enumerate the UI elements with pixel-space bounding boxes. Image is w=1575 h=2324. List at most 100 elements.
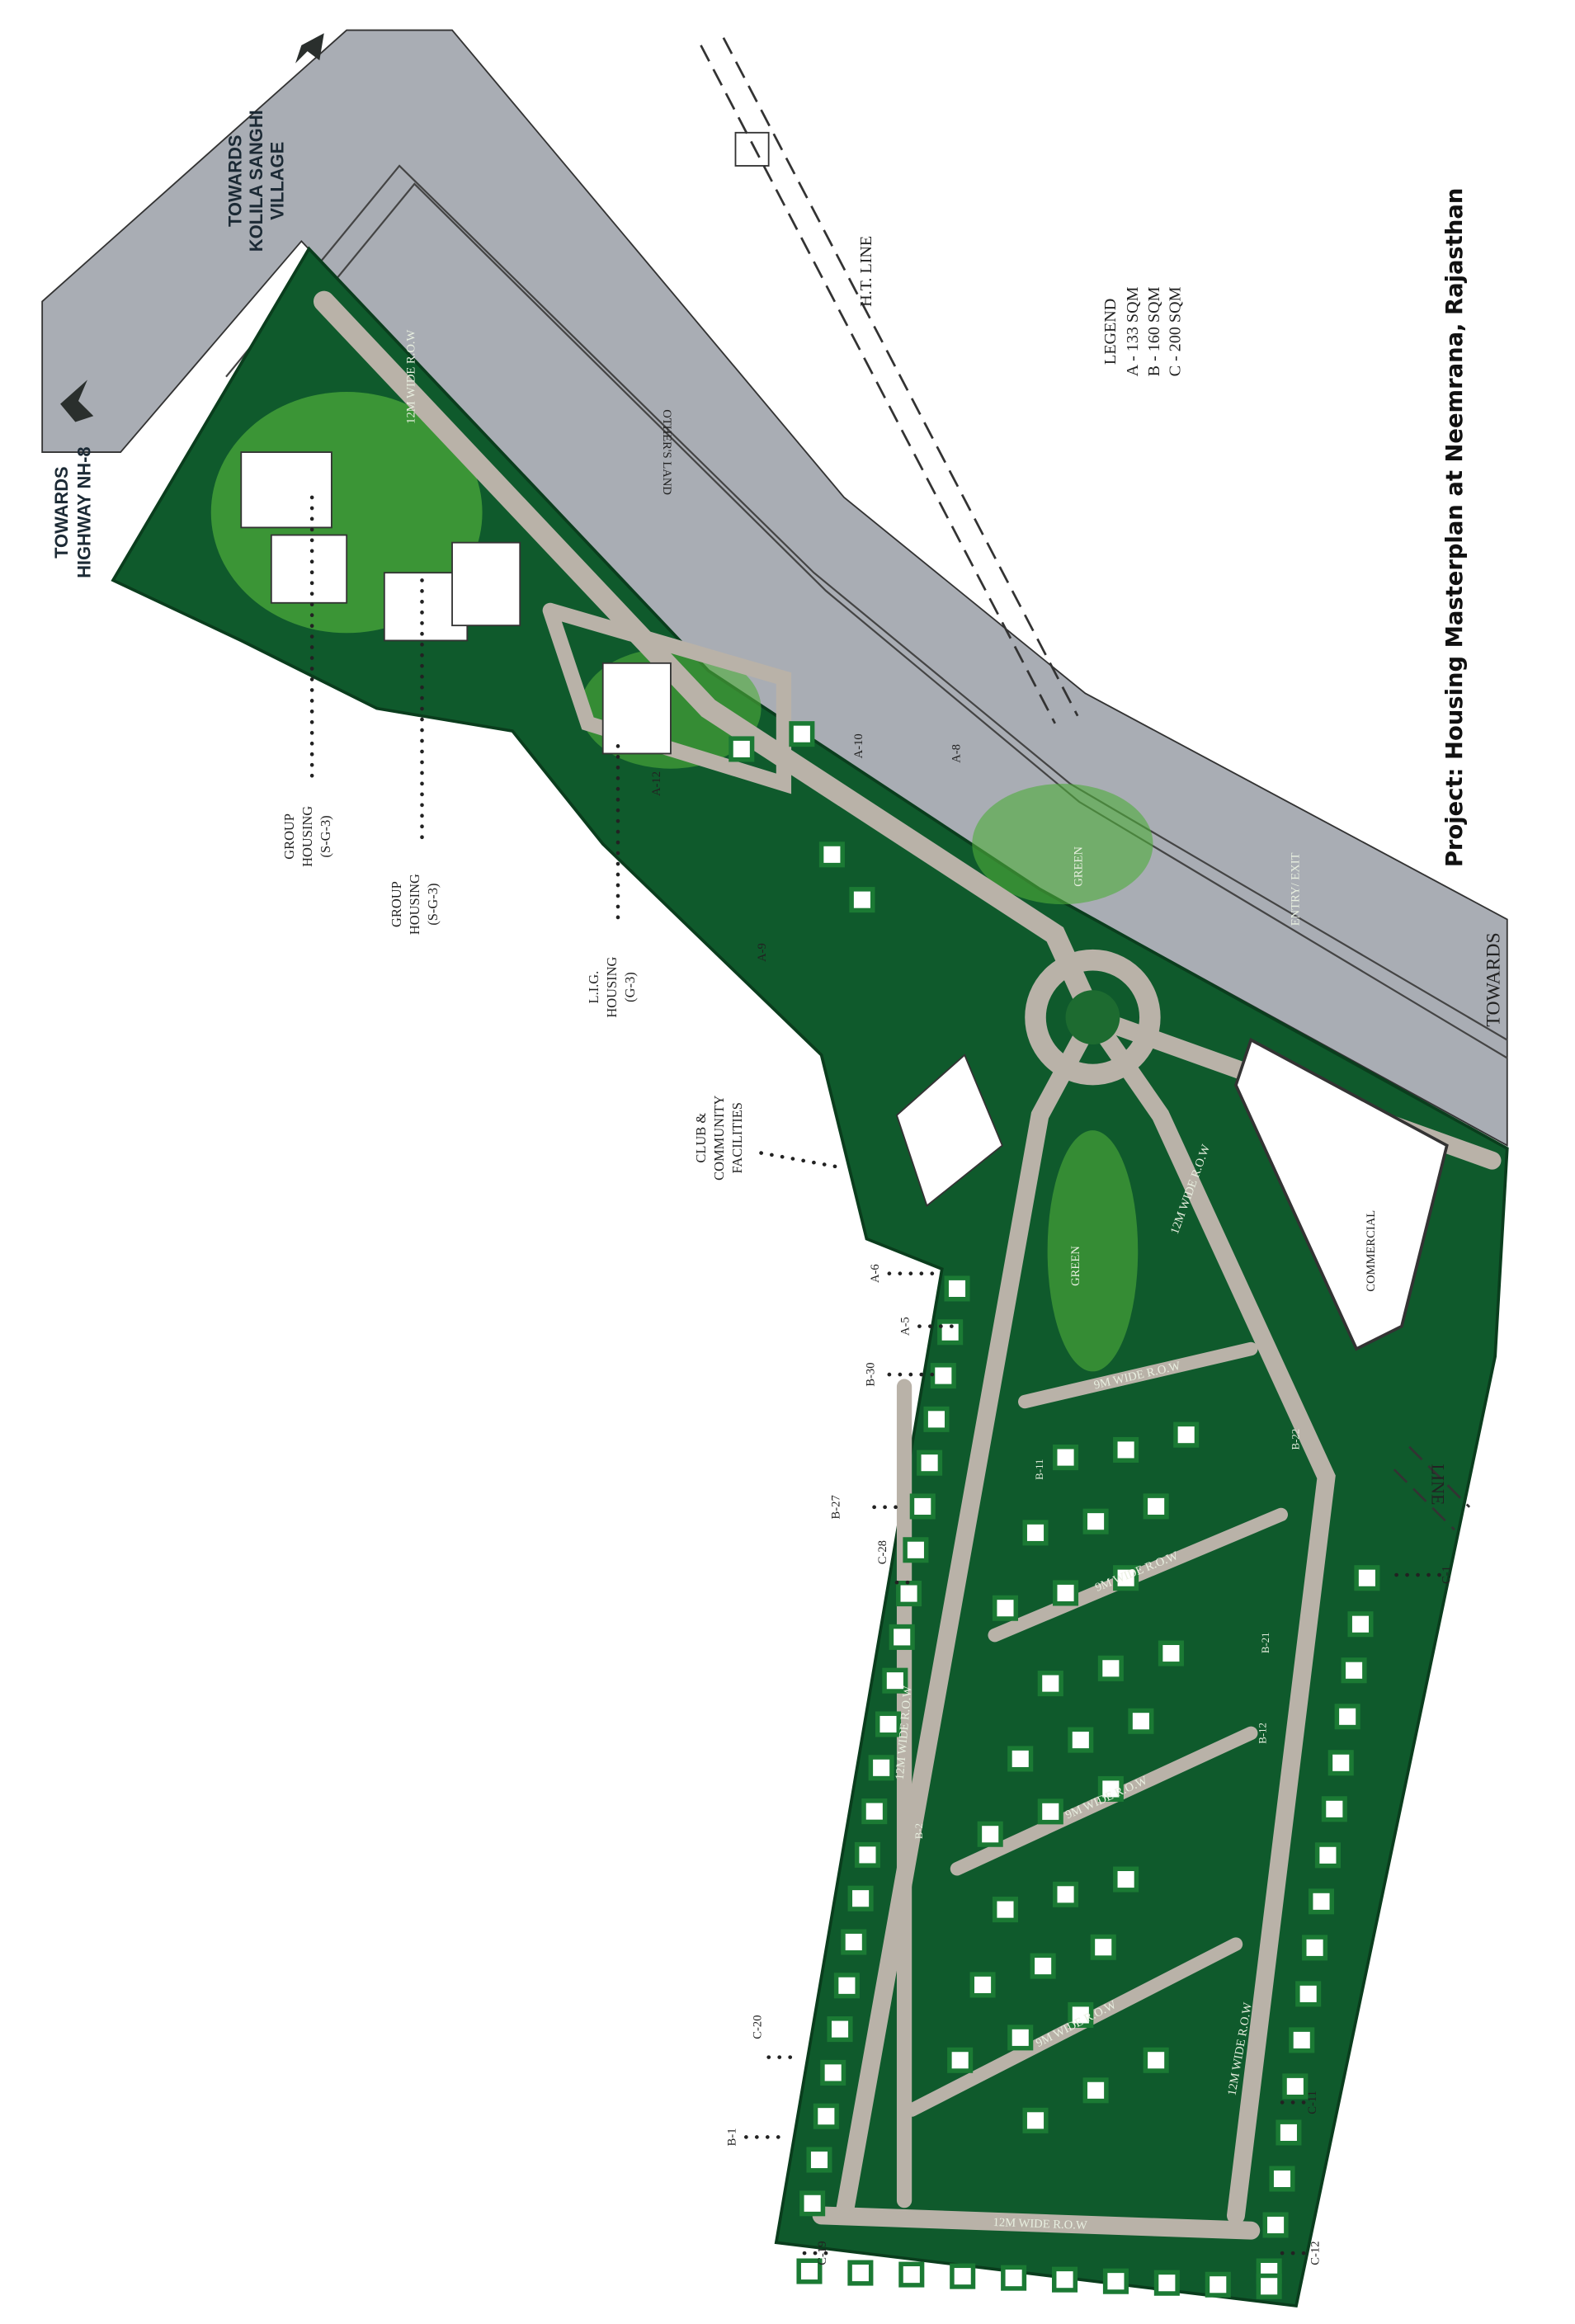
- plot-footprint: [1262, 2212, 1289, 2238]
- plot-label: B-21: [1260, 1632, 1271, 1653]
- plot-footprint: [789, 721, 815, 747]
- zone-label: CLUB &: [693, 1113, 709, 1163]
- zone-label: HOUSING: [299, 806, 315, 867]
- plot-label: A-12: [650, 771, 663, 796]
- plot-footprint: [1090, 1934, 1116, 1960]
- plot-label: A-6: [869, 1264, 882, 1283]
- leader-lines: [309, 495, 1441, 2256]
- plot-footprint: [1068, 1727, 1094, 1753]
- plot-footprint: [903, 1537, 929, 1563]
- plot-label: B-12: [1257, 1723, 1269, 1744]
- legend-heading: LEGEND: [1101, 299, 1120, 365]
- plot-footprint: [889, 1624, 915, 1650]
- plot-label: B-11: [1034, 1459, 1045, 1480]
- roundabout: [1025, 949, 1161, 1086]
- plot-footprint: [854, 1841, 880, 1868]
- plot-footprint: [841, 1929, 867, 1955]
- plot-label: C-11: [1306, 2091, 1319, 2114]
- plot-footprint: [1289, 2027, 1315, 2053]
- plot-footprint: [950, 2263, 976, 2289]
- plot-label: A-5: [899, 1317, 912, 1336]
- plot-footprint: [1143, 1493, 1169, 1520]
- plot-label: C-12: [1309, 2241, 1322, 2265]
- plot-footprint: [1205, 2271, 1231, 2298]
- plot-footprint: [992, 1595, 1018, 1621]
- road-label: 12M WIDE R.O.W: [993, 2216, 1087, 2232]
- direction-label: TOWARDS: [224, 134, 245, 227]
- road-median: [225, 164, 1508, 1041]
- direction-label: VILLAGE: [266, 142, 287, 220]
- plot-footprint: [1030, 1953, 1056, 1979]
- legend: LEGEND A - 133 SQM B - 160 SQM C - 200 S…: [1101, 286, 1185, 376]
- ht-tower-icon: [734, 131, 770, 167]
- plot-footprint: [1173, 1421, 1200, 1448]
- plot-footprint: [909, 1493, 936, 1520]
- plot-footprint: [729, 736, 755, 762]
- plot-footprint: [1334, 1704, 1360, 1730]
- plot-footprint: [1153, 2270, 1180, 2296]
- plot-footprint: [827, 2016, 853, 2043]
- others-land-label: OTHER'S LAND: [660, 409, 673, 495]
- plot-footprint: [1302, 1935, 1328, 1961]
- plot-footprint: [1097, 1775, 1124, 1802]
- zone-label: FACILITIES: [729, 1102, 745, 1173]
- plot-footprint: [1158, 1640, 1184, 1666]
- plot-footprint: [1113, 1565, 1139, 1591]
- plot-footprint: [1082, 2077, 1109, 2104]
- plot-footprint: [847, 2260, 874, 2286]
- direction-label: TOWARDS: [51, 466, 72, 559]
- plot-footprint: [898, 2261, 925, 2288]
- plot-footprint: [977, 1821, 1003, 1847]
- commercial-block: [1234, 1037, 1449, 1351]
- zone-label: COMMUNITY: [711, 1096, 727, 1181]
- group-housing-buildings: [240, 451, 672, 755]
- zone-label: (S-G-3): [318, 815, 333, 857]
- direction-label: HIGHWAY NH-8: [74, 446, 95, 577]
- plot-label: B-22: [1290, 1429, 1302, 1450]
- plot-footprint: [1102, 2268, 1129, 2294]
- green-lawn: [972, 783, 1153, 905]
- plot-footprint: [847, 1885, 874, 1912]
- plot-footprint: [1282, 2073, 1309, 2100]
- legend-item: C - 200 SQM: [1166, 286, 1184, 376]
- plot-footprint: [875, 1711, 902, 1737]
- plot-footprint: [1327, 1750, 1354, 1776]
- plot-footprint: [806, 2147, 832, 2173]
- plot-footprint: [833, 1973, 860, 1999]
- plot-footprint: [1143, 2047, 1169, 2073]
- plot-footprint: [1354, 1565, 1380, 1591]
- plot-footprint: [882, 1667, 908, 1694]
- direction-arrow-icon: [295, 33, 324, 64]
- plot-footprint: [944, 1275, 970, 1302]
- plot-footprint: [1269, 2166, 1295, 2192]
- plot-footprint: [1314, 1842, 1341, 1869]
- plot-footprint: [992, 1897, 1018, 1923]
- legend-item: A - 133 SQM: [1124, 286, 1142, 376]
- road-median: [240, 182, 1508, 1059]
- zone-label: GROUP: [389, 881, 404, 927]
- plot-footprint: [1276, 2119, 1302, 2146]
- ht-line-label: H.T. LINE: [857, 236, 875, 307]
- plot-footprint: [1082, 1508, 1109, 1534]
- plot-footprint: [820, 2059, 846, 2086]
- plot-footprint: [1321, 1796, 1347, 1822]
- legend-item: B - 160 SQM: [1145, 286, 1163, 376]
- plot-label: B-1: [725, 2128, 738, 2146]
- plot-footprint: [1037, 1671, 1063, 1697]
- plot-footprint: [818, 841, 845, 868]
- plot-footprint: [1052, 2266, 1078, 2293]
- entry-exit-label: ENTRY/ EXIT: [1290, 852, 1303, 926]
- plot-footprint: [1037, 1798, 1063, 1825]
- site-area: [111, 246, 1509, 2308]
- plot-label: B-27: [830, 1495, 843, 1519]
- plot-footprint: [896, 1581, 922, 1607]
- green-lawn: [1047, 1130, 1139, 1372]
- plot-footprint: [1053, 1580, 1079, 1606]
- direction-label: KOLILA SANGHI: [246, 110, 266, 252]
- roundabout-island: [1065, 990, 1120, 1045]
- plot-footprint: [799, 2190, 826, 2217]
- plot-footprint: [796, 2258, 823, 2284]
- plot-footprint: [1347, 1611, 1374, 1638]
- plot-footprint: [1022, 1520, 1049, 1546]
